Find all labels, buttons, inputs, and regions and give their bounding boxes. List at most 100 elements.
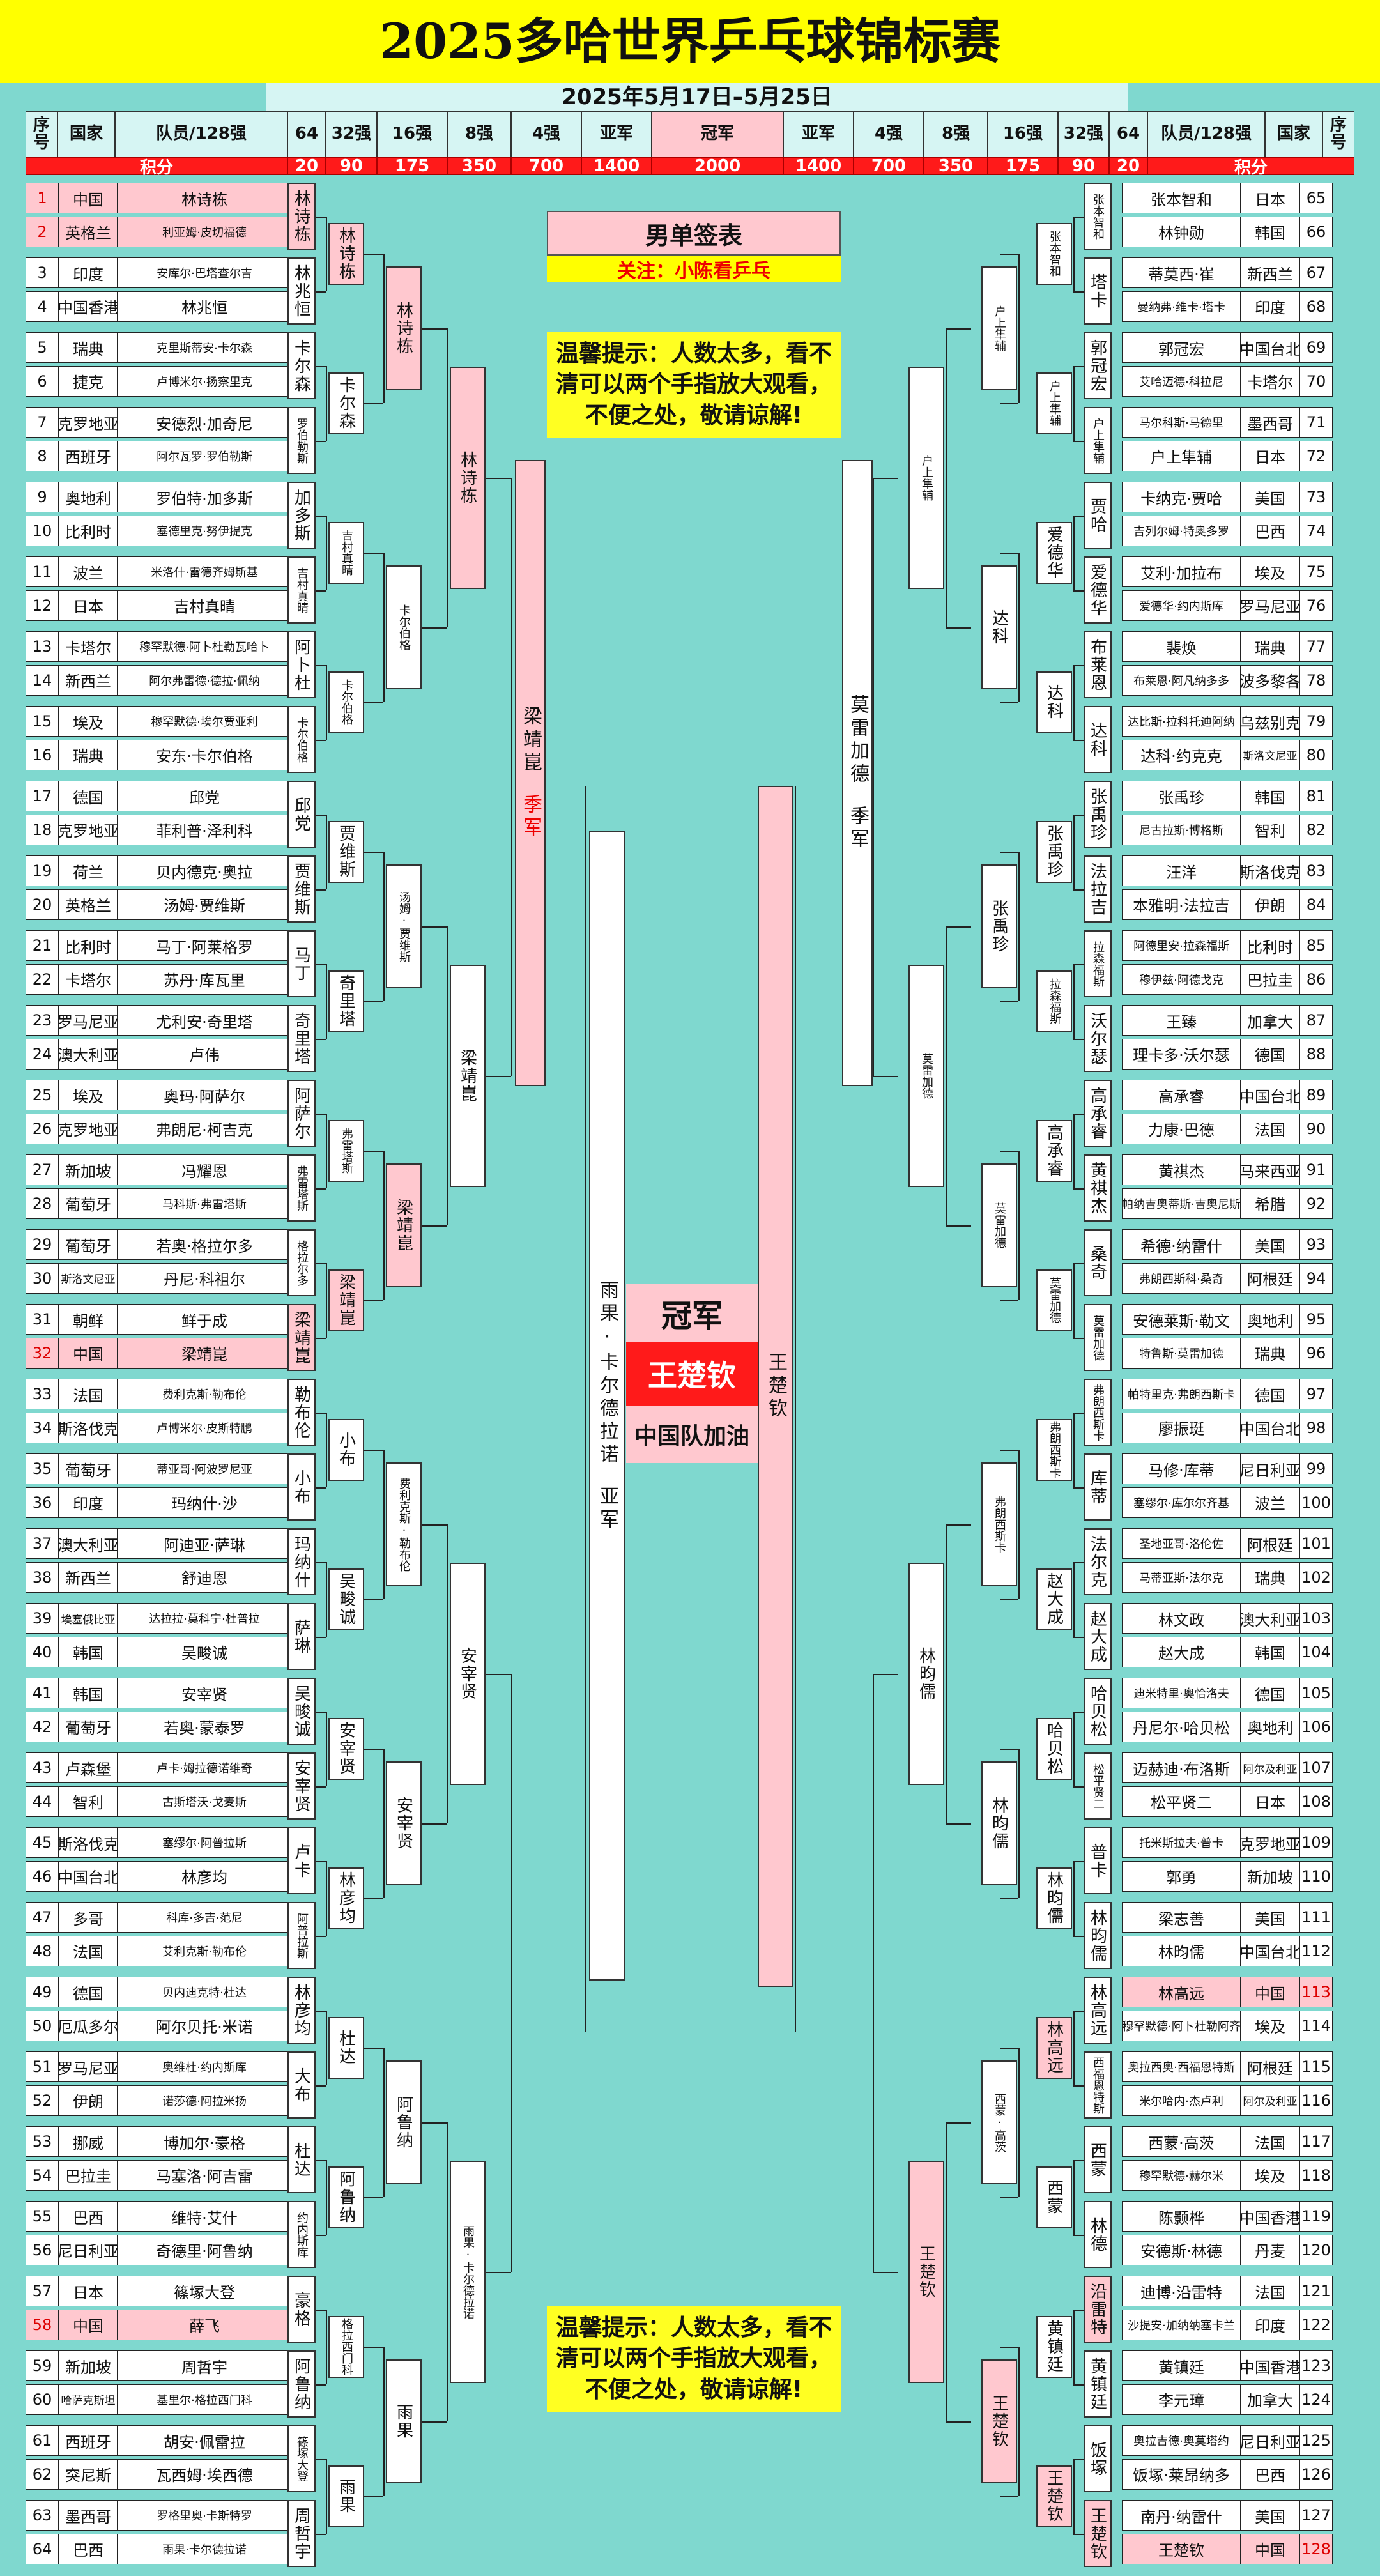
country-name: 印度 [59, 1487, 118, 1518]
country-name: 尼日利亚 [1241, 1453, 1300, 1484]
country-name: 印度 [59, 257, 118, 288]
right-qf-winner: 户上隼辅 [908, 367, 944, 589]
seed-number: 49 [26, 1977, 59, 2007]
country-name: 美国 [1241, 1229, 1300, 1260]
player-name: 郭勇 [1122, 1860, 1241, 1892]
bracket-hline [316, 2309, 326, 2311]
right-r32-winner: 林昀儒 [1036, 1867, 1072, 1929]
bracket-vline [1073, 216, 1075, 291]
bracket-vline [326, 515, 327, 590]
player-name: 若奥·格拉尔多 [118, 1229, 291, 1260]
country-name: 斯洛伐克 [59, 1412, 118, 1443]
bracket-vline [873, 478, 874, 1076]
left-r64-winner: 奇里塔 [288, 1005, 316, 1072]
left-r64-winner: 篠塚大登 [288, 2425, 316, 2492]
player-name: 吉列尔姆·特奥多罗 [1122, 515, 1241, 546]
bracket-hline [946, 1225, 971, 1227]
bracket-vline [326, 2458, 327, 2534]
hdr-sf-right: 4强 [854, 111, 924, 157]
player-name: 达比斯·拉科托迪阿纳 [1122, 706, 1241, 737]
bracket-hline [873, 1076, 898, 1077]
seed-number: 47 [26, 1902, 59, 1933]
right-r64-winner: 沃尔瑟 [1084, 1005, 1112, 1072]
player-name: 爱德华·约内斯库 [1122, 590, 1241, 621]
country-name: 中国台北 [1241, 332, 1300, 363]
left-r64-winner: 玛纳什 [288, 1528, 316, 1595]
country-name: 巴拉圭 [1241, 963, 1300, 995]
seed-number: 68 [1300, 291, 1333, 322]
player-name: 尼古拉斯·博格斯 [1122, 814, 1241, 845]
hdr-r64-right: 64 [1109, 111, 1147, 157]
seed-number: 19 [26, 855, 59, 886]
left-r32-winner: 雨果 [328, 2465, 364, 2527]
left-r64-winner: 阿萨尔 [288, 1080, 316, 1147]
left-r64-winner: 豪格 [288, 2276, 316, 2343]
seed-number: 117 [1300, 2126, 1333, 2157]
bracket-hline [946, 926, 971, 928]
right-r64-winner: 赵大成 [1084, 1603, 1112, 1670]
points-final-right: 1400 [783, 157, 854, 176]
bracket-vline [326, 1412, 327, 1487]
left-r64-winner: 卡尔伯格 [288, 706, 316, 773]
country-name: 厄瓜多尔 [59, 2010, 118, 2041]
bracket-hline [1073, 216, 1084, 218]
left-r32-winner: 格拉西门科 [328, 2315, 364, 2378]
left-r64-winner: 罗伯勒斯 [288, 407, 316, 474]
player-name: 博加尔·豪格 [118, 2126, 291, 2157]
seed-number: 87 [1300, 1005, 1333, 1036]
bracket-vline [946, 1524, 947, 1823]
seed-number: 82 [1300, 814, 1333, 845]
player-name: 王楚钦 [1122, 2533, 1241, 2564]
player-name: 若奥·蒙泰罗 [118, 1711, 291, 1742]
player-name: 林昀儒 [1122, 1935, 1241, 1966]
seed-number: 81 [1300, 781, 1333, 811]
seed-number: 7 [26, 407, 59, 438]
country-name: 日本 [1241, 1786, 1300, 1817]
points-r64-right: 20 [1109, 157, 1147, 176]
bracket-hline [1073, 664, 1084, 666]
left-r32-winner: 林诗栋 [328, 222, 364, 285]
notice-bottom: 温馨提示：人数太多，看不清可以两个手指放大观看，不便之处，敬请谅解! [547, 2306, 841, 2412]
right-r64-winner: 饭塚 [1084, 2425, 1112, 2492]
bracket-hline [946, 2421, 971, 2423]
player-name: 雨果·卡尔德拉诺 [118, 2533, 291, 2564]
country-name: 法国 [1241, 2126, 1300, 2157]
seed-number: 113 [1300, 1977, 1333, 2007]
seed-number: 43 [26, 1752, 59, 1783]
player-name: 穆罕默德·阿卜杜勒瓦哈卜 [118, 631, 291, 662]
player-name: 希德·纳雷什 [1122, 1229, 1241, 1260]
seed-number: 114 [1300, 2010, 1333, 2041]
bracket-hline [316, 2234, 326, 2236]
bracket-hline [1000, 2496, 1018, 2497]
player-name: 林兆恒 [118, 291, 291, 322]
hdr-qf-left: 8强 [447, 111, 511, 157]
player-name: 汪洋 [1122, 855, 1241, 886]
right-r16-winner: 弗朗西斯卡 [981, 1462, 1017, 1586]
right-r64-winner: 张本智和 [1084, 183, 1112, 250]
bracket-vline [383, 852, 385, 1001]
player-name: 奥玛·阿萨尔 [118, 1080, 291, 1110]
country-name: 比利时 [1241, 930, 1300, 961]
country-name: 克罗地亚 [59, 814, 118, 845]
points-r16-right: 175 [988, 157, 1058, 176]
left-r32-winner: 杜达 [328, 2016, 364, 2079]
country-name: 英格兰 [59, 216, 118, 247]
bracket-hline [946, 328, 971, 330]
bracket-vline [383, 1749, 385, 1898]
seed-number: 71 [1300, 407, 1333, 438]
country-name: 奥地利 [1241, 1304, 1300, 1335]
country-name: 巴西 [1241, 2458, 1300, 2490]
seed-number: 39 [26, 1603, 59, 1634]
player-name: 瓦西姆·埃西德 [118, 2458, 291, 2490]
right-qf-winner: 王楚钦 [908, 2161, 944, 2383]
bracket-vline [1073, 365, 1075, 441]
